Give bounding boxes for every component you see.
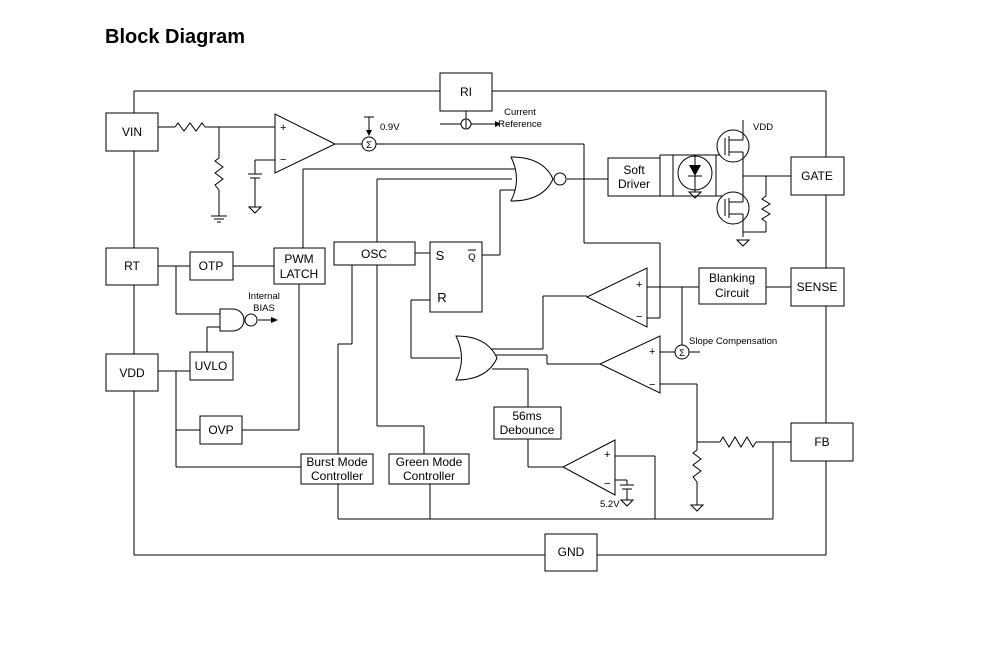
- pin-ri-label: RI: [460, 85, 472, 99]
- comparator-debounce: + −: [561, 439, 616, 496]
- comp-slope-plus: +: [649, 346, 655, 358]
- pin-sense-label: SENSE: [797, 280, 838, 294]
- pwm-latch-block: [273, 247, 326, 285]
- blanking-line1: Blanking: [709, 271, 755, 285]
- pin-gnd: [544, 533, 598, 572]
- osc-block: [333, 241, 416, 266]
- pin-vin: [105, 112, 159, 152]
- ovp-label: OVP: [208, 423, 233, 437]
- comp-slope-minus: −: [649, 379, 655, 391]
- comp-sense-plus: +: [636, 279, 642, 291]
- debounce-line2: Debounce: [500, 423, 555, 437]
- otp-block: [189, 251, 234, 281]
- pin-vdd: [105, 353, 159, 392]
- slope-compensation-label: Slope Compensation: [689, 336, 777, 347]
- pin-fb: [790, 422, 854, 462]
- page-title: Block Diagram: [105, 26, 246, 48]
- latch-qbar-label: Q: [468, 252, 475, 263]
- zener-diode-icon: [677, 155, 713, 199]
- pin-vdd-label: VDD: [119, 366, 145, 380]
- otp-label: OTP: [199, 259, 224, 273]
- burst-line2: Controller: [311, 469, 363, 483]
- pin-gate-label: GATE: [801, 169, 833, 183]
- burst-mode-block: [300, 453, 374, 485]
- current-source-icon: [460, 118, 472, 130]
- wires: [133, 90, 827, 556]
- debounce-line1: 56ms: [512, 409, 541, 423]
- pin-rt-label: RT: [124, 259, 140, 273]
- burst-line1: Burst Mode: [306, 455, 368, 469]
- soft-driver-block: [607, 157, 661, 197]
- sr-latch-block: [429, 241, 483, 313]
- latch-s-label: S: [436, 248, 445, 263]
- internal-bias-line2: BIAS: [253, 303, 275, 314]
- comp-vin-minus: −: [280, 154, 286, 166]
- nor-gate-icon: [510, 156, 567, 202]
- blanking-line2: Circuit: [715, 286, 750, 300]
- blanking-circuit-block: [698, 267, 767, 305]
- sum-junction-slope: Σ: [674, 344, 690, 360]
- and-gate-icon: [219, 308, 258, 332]
- pin-sense: [790, 267, 845, 307]
- latch-r-label: R: [437, 290, 446, 305]
- sum-slope-symbol: Σ: [679, 348, 685, 359]
- ovp-block: [199, 415, 243, 445]
- soft-driver-line2: Driver: [618, 177, 650, 191]
- or-gate-icon: [455, 335, 498, 381]
- comparator-slope: + −: [598, 335, 661, 394]
- green-line1: Green Mode: [396, 455, 463, 469]
- internal-bias-line1: Internal: [248, 291, 280, 302]
- uvlo-label: UVLO: [195, 359, 228, 373]
- osc-label: OSC: [361, 247, 387, 261]
- pin-vin-label: VIN: [122, 125, 142, 139]
- pin-gnd-label: GND: [558, 545, 585, 559]
- comparator-sense: + −: [585, 267, 648, 328]
- comp-vin-plus: +: [280, 122, 286, 134]
- debounce-block: [493, 406, 562, 440]
- sum-junction-top: Σ: [361, 136, 377, 152]
- comparator-vin: + −: [274, 113, 337, 174]
- soft-driver-line1: Soft: [623, 163, 645, 177]
- current-reference-line1: Current: [504, 107, 536, 118]
- comp-debounce-minus: −: [604, 478, 610, 490]
- sum-top-symbol: Σ: [366, 140, 372, 151]
- mosfet-low-icon: [716, 191, 750, 225]
- uvlo-block: [189, 351, 234, 381]
- pwm-latch-line1: PWM: [284, 252, 313, 266]
- green-line2: Controller: [403, 469, 455, 483]
- comp-debounce-plus: +: [604, 449, 610, 461]
- driver-vdd-label: VDD: [753, 122, 773, 133]
- green-mode-block: [388, 453, 470, 485]
- current-reference-line2: Reference: [498, 119, 542, 130]
- voltage-09-label: 0.9V: [380, 122, 400, 133]
- pin-rt: [105, 247, 159, 286]
- voltage-52-label: 5.2V: [600, 499, 620, 510]
- pin-ri: [439, 72, 493, 112]
- pin-gate: [790, 156, 845, 196]
- mosfet-high-icon: [716, 129, 750, 163]
- pwm-latch-line2: LATCH: [280, 267, 318, 281]
- pin-fb-label: FB: [814, 435, 829, 449]
- comp-sense-minus: −: [636, 311, 642, 323]
